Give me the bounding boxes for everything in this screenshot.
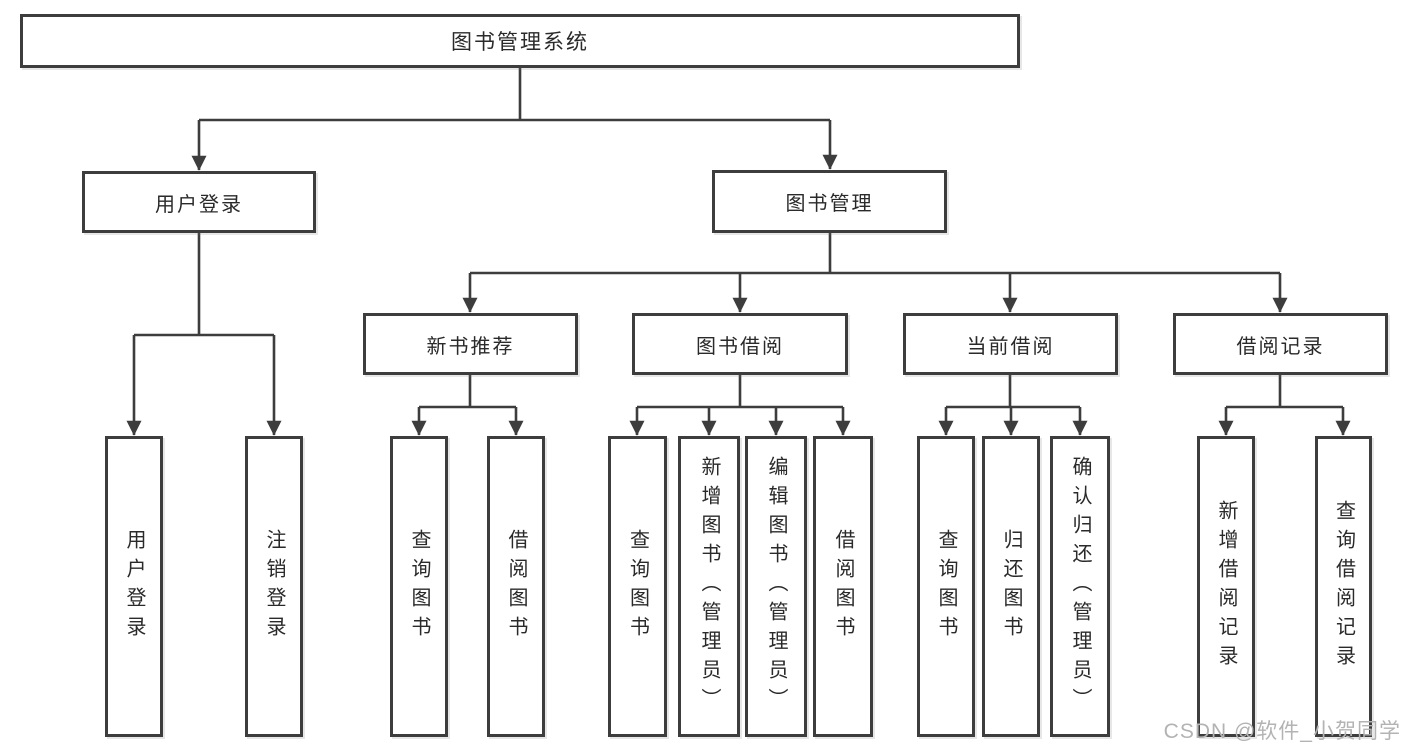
connector-user-login-to-leaves xyxy=(126,233,282,436)
leaf-edit-books-admin: 编辑图书（管理员） xyxy=(745,436,807,737)
leaf-confirm-return-admin: 确认归还（管理员） xyxy=(1050,436,1110,737)
connector-book-management-to-level3 xyxy=(462,233,1288,313)
leaf-logout: 注销登录 xyxy=(245,436,303,737)
connector-new-book-to-leaves xyxy=(411,375,524,436)
node-user-login: 用户登录 xyxy=(82,171,316,233)
leaf-add-borrow-record: 新增借阅记录 xyxy=(1197,436,1255,737)
node-current-borrow: 当前借阅 xyxy=(903,313,1118,375)
leaf-borrow-books-1: 借阅图书 xyxy=(487,436,545,737)
node-book-borrow: 图书借阅 xyxy=(632,313,848,375)
connector-book-borrow-to-leaves xyxy=(629,375,851,436)
leaf-query-books-3: 查询图书 xyxy=(917,436,975,737)
node-borrow-records: 借阅记录 xyxy=(1173,313,1388,375)
node-book-management: 图书管理 xyxy=(712,170,947,233)
leaf-query-books-1: 查询图书 xyxy=(390,436,448,737)
leaf-user-login: 用户登录 xyxy=(105,436,163,737)
node-new-book-recommend: 新书推荐 xyxy=(363,313,578,375)
leaf-borrow-books-2: 借阅图书 xyxy=(813,436,873,737)
leaf-return-books: 归还图书 xyxy=(982,436,1040,737)
connector-root-to-level2 xyxy=(191,68,838,171)
node-root-library-system: 图书管理系统 xyxy=(20,14,1020,68)
connector-borrow-records-to-leaves xyxy=(1218,375,1351,436)
leaf-query-borrow-record: 查询借阅记录 xyxy=(1315,436,1372,737)
leaf-add-books-admin: 新增图书（管理员） xyxy=(678,436,740,737)
connector-current-borrow-to-leaves xyxy=(938,375,1088,436)
leaf-query-books-2: 查询图书 xyxy=(608,436,667,737)
